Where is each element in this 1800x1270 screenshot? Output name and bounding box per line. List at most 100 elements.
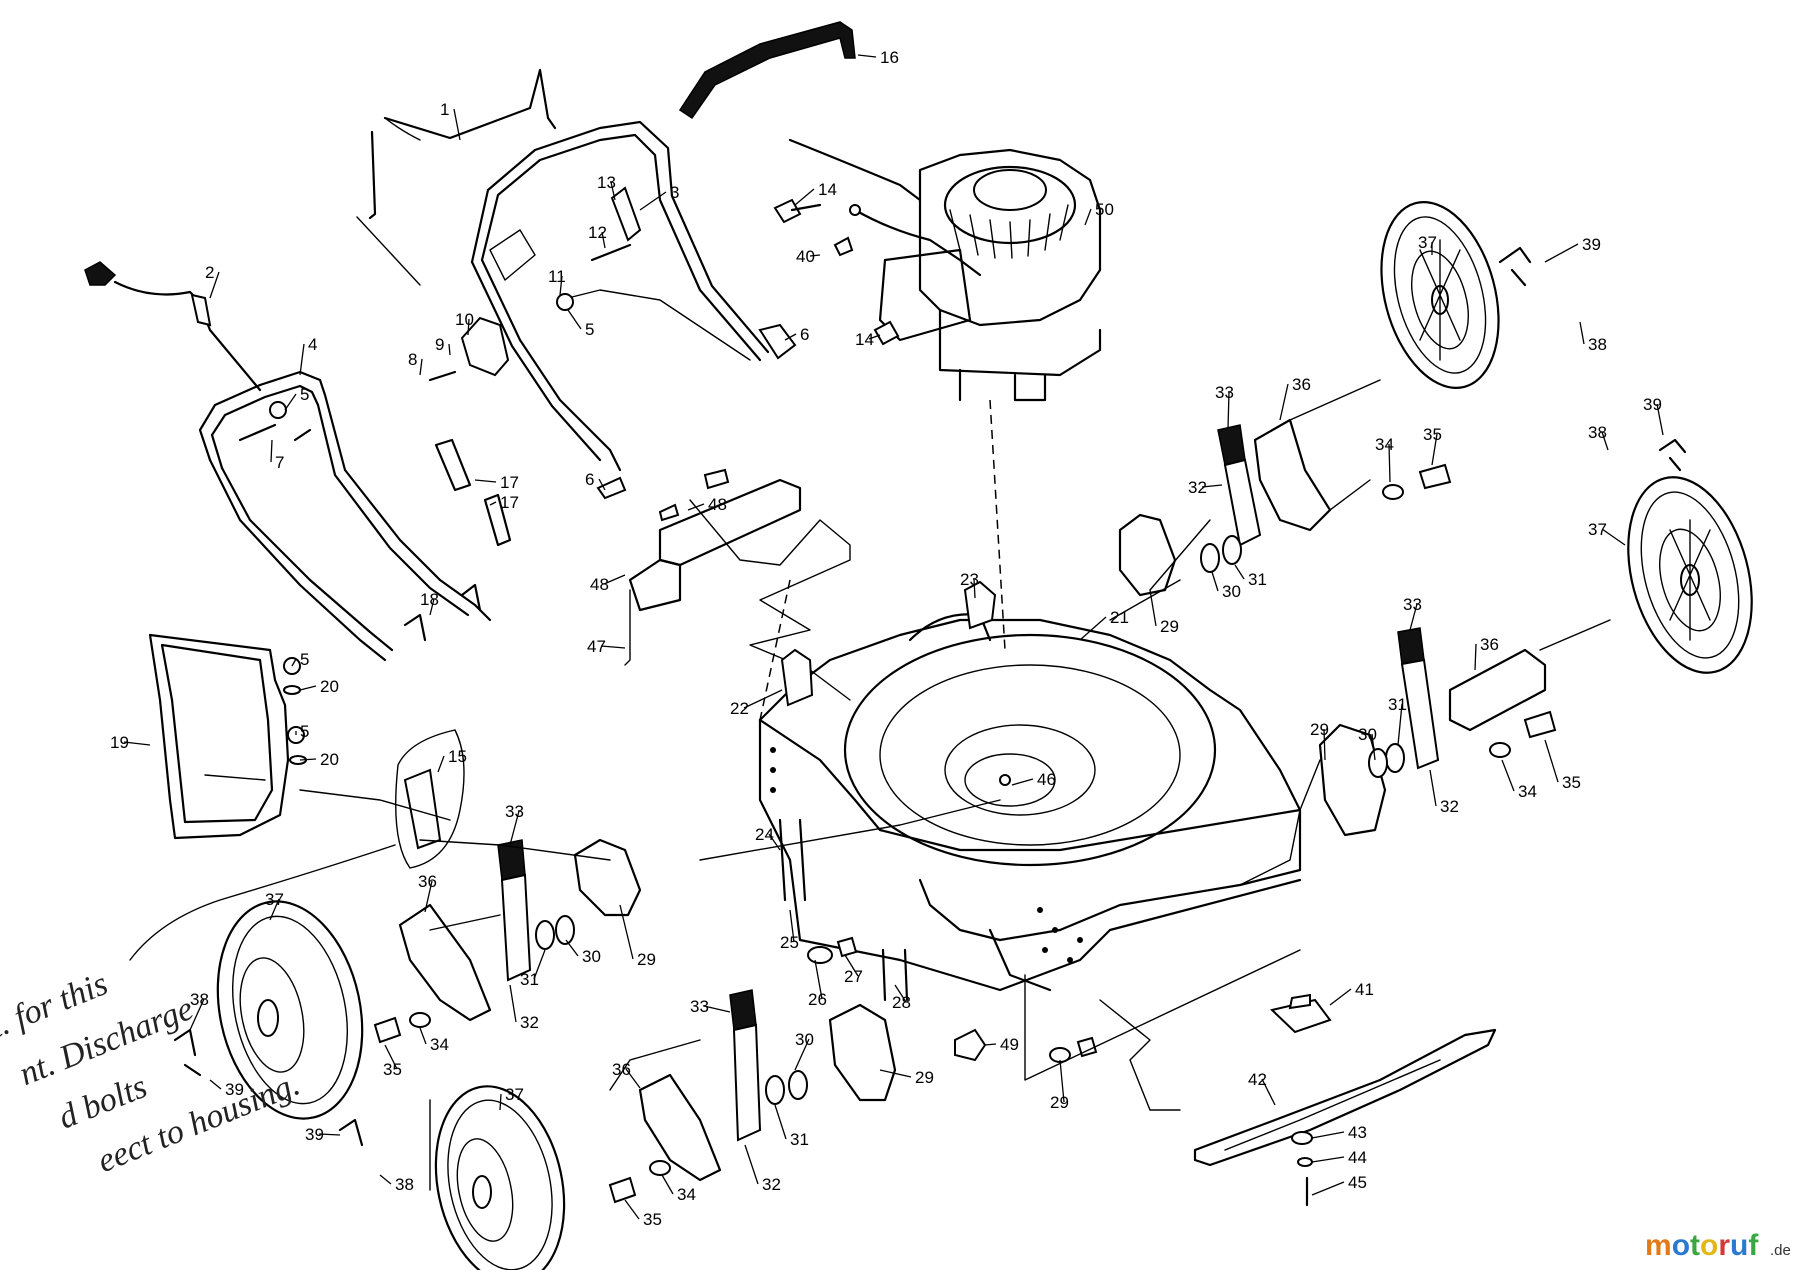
callout-label-33: 33 xyxy=(505,802,524,821)
callout-label-7: 7 xyxy=(275,453,284,472)
callout-label-38: 38 xyxy=(1588,335,1607,354)
callout-35: 35 xyxy=(383,1044,402,1079)
callout-48: 48 xyxy=(687,495,727,514)
leader-line-6 xyxy=(598,478,606,491)
callout-20: 20 xyxy=(299,677,339,696)
leader-line-23 xyxy=(973,578,976,599)
callout-label-13: 13 xyxy=(597,173,616,192)
callout-label-6: 6 xyxy=(585,470,594,489)
callout-37: 37 xyxy=(265,890,284,921)
leader-line-29 xyxy=(1059,1059,1065,1103)
callout-label-48: 48 xyxy=(708,495,727,514)
part-1-bracket xyxy=(356,68,557,286)
callout-label-34: 34 xyxy=(1518,782,1537,801)
leader-line-44 xyxy=(1311,1156,1345,1163)
leader-line-32 xyxy=(509,984,517,1023)
callout-7: 7 xyxy=(270,439,284,472)
callout-6: 6 xyxy=(585,470,606,491)
leader-line-41 xyxy=(1329,988,1352,1006)
leader-line-5 xyxy=(284,393,297,411)
leader-line-18 xyxy=(429,598,435,616)
callout-label-16: 16 xyxy=(880,48,899,67)
leader-line-33 xyxy=(703,1005,731,1013)
callout-9: 9 xyxy=(435,335,451,356)
callout-label-3: 3 xyxy=(670,183,679,202)
callout-24: 24 xyxy=(755,825,781,851)
leader-line-36 xyxy=(1279,383,1289,421)
callout-label-19: 19 xyxy=(110,733,129,752)
leader-line-32 xyxy=(1201,484,1223,488)
leader-line-34 xyxy=(1388,443,1391,483)
callout-41: 41 xyxy=(1329,980,1374,1006)
leader-line-30 xyxy=(1211,571,1219,592)
wheel-rear-right-top xyxy=(1380,201,1500,389)
leader-line-35 xyxy=(384,1044,398,1070)
callout-label-33: 33 xyxy=(690,997,709,1016)
callout-18: 18 xyxy=(420,590,439,616)
part-50-engine xyxy=(788,138,1102,651)
leader-line-5 xyxy=(291,658,297,667)
leader-line-31 xyxy=(533,949,546,980)
part-3-upper-handle xyxy=(470,120,770,472)
leader-line-48 xyxy=(687,503,705,511)
callout-label-40: 40 xyxy=(796,247,815,266)
leader-line-30 xyxy=(794,1038,810,1071)
callout-29: 29 xyxy=(1149,589,1179,636)
callout-label-48: 48 xyxy=(590,575,609,594)
callout-1: 1 xyxy=(440,100,461,141)
leader-line-35 xyxy=(1431,433,1438,466)
wheel-front-left-bottom xyxy=(434,1085,566,1270)
leader-line-46 xyxy=(1011,778,1034,786)
engine-bolts xyxy=(773,198,900,346)
callout-label-2: 2 xyxy=(205,263,214,282)
leader-line-39 xyxy=(209,1079,222,1090)
callout-35: 35 xyxy=(1423,425,1442,466)
leader-line-36 xyxy=(1474,643,1477,671)
callout-label-36: 36 xyxy=(418,872,437,891)
callout-label-33: 33 xyxy=(1215,383,1234,402)
leader-line-17 xyxy=(489,501,497,506)
leader-line-32 xyxy=(1429,769,1437,807)
leader-line-3 xyxy=(639,191,667,211)
leader-line-14 xyxy=(868,334,881,340)
callout-label-50: 50 xyxy=(1095,200,1114,219)
callout-39: 39 xyxy=(1544,235,1601,263)
callout-label-36: 36 xyxy=(1292,375,1311,394)
callout-14: 14 xyxy=(855,330,881,349)
part-22-23-brackets xyxy=(780,580,997,707)
motoruf-logo[interactable]: motoruf .de xyxy=(1645,1229,1791,1262)
callout-30: 30 xyxy=(565,939,601,966)
logo-suffix: .de xyxy=(1770,1242,1791,1259)
callout-label-21: 21 xyxy=(1110,608,1129,627)
callout-label-8: 8 xyxy=(408,350,417,369)
handle-hardware xyxy=(238,293,797,500)
leader-line-29 xyxy=(1323,728,1326,761)
callout-34: 34 xyxy=(1501,759,1537,801)
callout-27: 27 xyxy=(844,954,863,986)
callout-label-5: 5 xyxy=(585,320,594,339)
callout-45: 45 xyxy=(1311,1173,1367,1196)
callout-label-29: 29 xyxy=(915,1068,934,1087)
callout-36: 36 xyxy=(418,872,437,913)
note-line-3: d bolts xyxy=(53,1068,152,1137)
callout-label-29: 29 xyxy=(1050,1093,1069,1112)
callout-label-32: 32 xyxy=(1440,797,1459,816)
height-gears xyxy=(573,513,1387,1102)
part-16-grip xyxy=(678,21,856,120)
callout-8: 8 xyxy=(408,350,423,376)
logo-text[interactable]: motoruf xyxy=(1645,1229,1759,1262)
callout-label-36: 36 xyxy=(612,1060,631,1079)
callout-16: 16 xyxy=(857,48,899,67)
leader-line-20 xyxy=(299,758,317,761)
leader-line-19 xyxy=(123,741,151,746)
callout-35: 35 xyxy=(1544,739,1581,792)
leader-line-32 xyxy=(744,1144,759,1185)
callout-label-10: 10 xyxy=(455,310,474,329)
leader-line-29 xyxy=(1149,589,1157,627)
leader-line-4 xyxy=(299,343,305,376)
leader-line-26 xyxy=(814,959,823,1000)
logo-t: t xyxy=(1690,1229,1700,1262)
leader-line-39 xyxy=(1656,403,1664,436)
leader-line-24 xyxy=(768,833,781,851)
